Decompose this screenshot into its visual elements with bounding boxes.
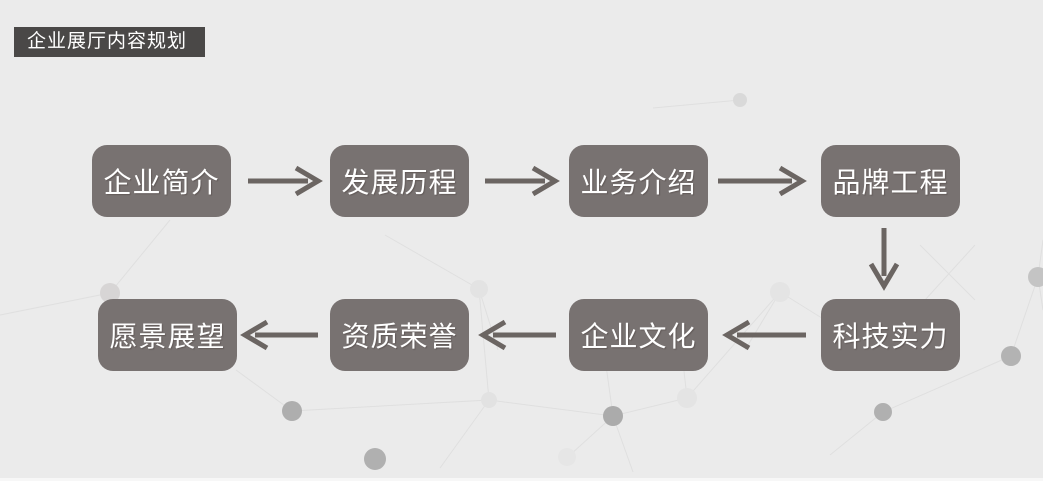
- flow-node-corporate-culture: 企业文化: [569, 299, 708, 371]
- flow-node-business-introduction: 业务介绍: [569, 145, 708, 217]
- flow-node-development-history: 发展历程: [330, 145, 469, 217]
- page-title: 企业展厅内容规划: [14, 27, 205, 57]
- arrow-right-icon-2: [485, 165, 560, 197]
- flow-node-technology-strength: 科技实力: [821, 299, 960, 371]
- arrow-down-icon: [868, 228, 900, 291]
- flow-node-qualifications-honors: 资质荣誉: [330, 299, 469, 371]
- flow-node-vision-outlook: 愿景展望: [98, 299, 237, 371]
- flow-node-brand-engineering: 品牌工程: [821, 145, 960, 217]
- flow-node-company-profile: 企业简介: [92, 145, 231, 217]
- arrow-left-icon-1: [722, 319, 806, 351]
- bottom-edge-divider: [0, 478, 1043, 481]
- arrow-right-icon-3: [718, 165, 807, 197]
- arrow-right-icon-1: [248, 165, 323, 197]
- arrow-left-icon-3: [240, 319, 318, 351]
- arrow-left-icon-2: [478, 319, 556, 351]
